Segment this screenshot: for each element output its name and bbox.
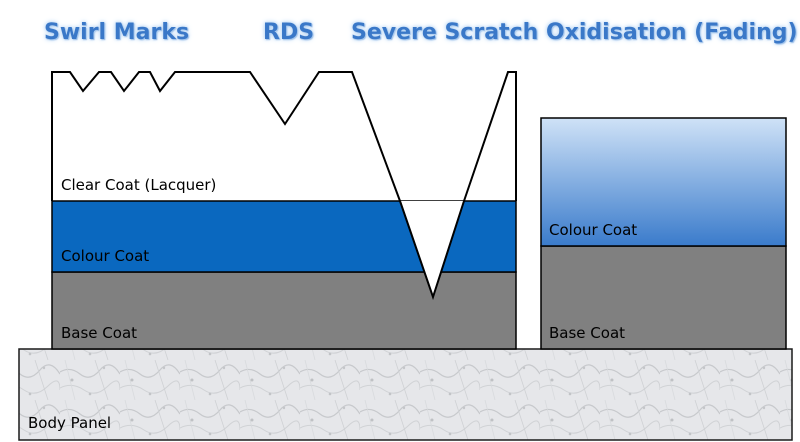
heading-rds: RDS — [263, 20, 315, 45]
label-left-colour-coat: Colour Coat — [61, 247, 150, 265]
label-right-colour-coat: Colour Coat — [549, 221, 638, 239]
clear-coat-profile — [51, 71, 517, 301]
heading-severe-scratch: Severe Scratch — [351, 20, 539, 45]
heading-oxidisation: Oxidisation (Fading) — [546, 20, 798, 45]
label-right-base-coat: Base Coat — [549, 324, 626, 342]
label-clear-coat: Clear Coat (Lacquer) — [61, 176, 217, 194]
body-panel — [18, 348, 793, 441]
heading-swirl-marks: Swirl Marks — [44, 20, 190, 45]
right-base-coat-layer — [540, 245, 787, 350]
left-base-coat-layer — [51, 271, 517, 350]
label-left-base-coat: Base Coat — [61, 324, 138, 342]
label-body-panel: Body Panel — [28, 414, 112, 432]
severe-scratch-cut — [400, 201, 464, 297]
right-faded-colour-coat-layer — [540, 117, 787, 247]
